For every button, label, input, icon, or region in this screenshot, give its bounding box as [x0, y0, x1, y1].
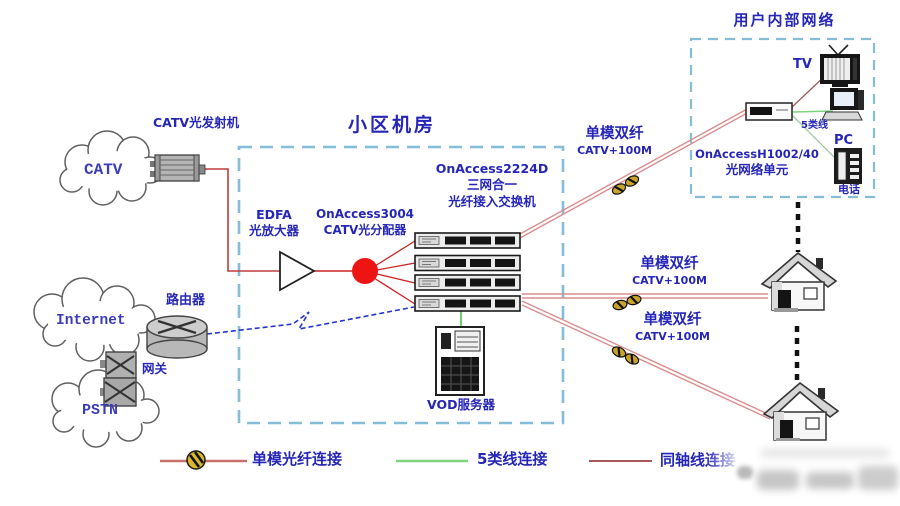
splitter-label-line1: OnAccess3004 — [315, 207, 415, 221]
splitter-fanout-lines — [373, 240, 416, 305]
vod-server-icon — [435, 326, 485, 396]
onu-to-pc-cat5-line — [792, 110, 834, 113]
legend-fiber-label: 单模光纤连接 — [252, 450, 343, 468]
fiber-link3-capacity: CATV+100M — [635, 329, 710, 343]
gateway-icon — [100, 351, 137, 407]
switch-label-line2: 三网合一 — [466, 177, 517, 193]
catv-transmitter-icon — [150, 154, 206, 182]
switch-label-line1: OnAccess2224D — [435, 161, 549, 176]
user-network-title: 用户内部网络 — [733, 11, 836, 29]
edfa-amplifier-icon — [279, 250, 316, 292]
access-switch-stack-icon — [414, 232, 521, 312]
pc-icon — [821, 88, 864, 121]
vod-server-label: VOD服务器 — [427, 397, 495, 412]
cat5-line-label: 5类线 — [801, 120, 828, 131]
machine-room-zone-border — [237, 145, 565, 425]
fiber-link-to-house-2 — [521, 300, 771, 420]
pstn-cloud-label: PSTN — [82, 402, 119, 419]
watermark-blob-3 — [858, 466, 898, 490]
edfa-label-line2: 光放大器 — [248, 223, 299, 239]
switch-label-line3: 光纤接入交换机 — [448, 193, 536, 209]
coax-transmitter-to-edfa-line — [203, 168, 280, 272]
user-network-zone-border — [689, 37, 876, 199]
legend-fiber-connector-icon — [186, 450, 206, 470]
fiber-link2-capacity: CATV+100M — [632, 273, 707, 287]
fiber-link2-name: 单模双纤 — [640, 256, 699, 272]
fiber-link-to-onu — [519, 107, 750, 239]
onu-to-phone-line — [791, 114, 841, 164]
router-serial-link — [206, 306, 415, 335]
fiber-link1-capacity: CATV+100M — [577, 143, 652, 157]
watermark-curl — [737, 466, 753, 479]
fiber-link3-name: 单模双纤 — [643, 312, 702, 328]
fiber-link-to-house-1 — [522, 293, 768, 299]
internet-cloud-label: Internet — [56, 313, 126, 329]
catv-transmitter-label: CATV光发射机 — [153, 115, 240, 130]
fiber-link2-label: 单模双纤 CATV+100M — [622, 255, 717, 288]
onu-label-line1: OnAccessH1002/40 — [695, 147, 819, 161]
fiber-link3-label: 单模双纤 CATV+100M — [625, 311, 720, 344]
legend-cat5-label: 5类线连接 — [477, 450, 548, 468]
gateway-label: 网关 — [142, 361, 168, 376]
house-2-icon — [763, 382, 839, 443]
access-switch-label: OnAccess2224D 三网合一 光纤接入交换机 — [418, 161, 566, 210]
onu-label-line2: 光网络单元 — [725, 161, 789, 177]
phone-label: 电话 — [838, 183, 860, 196]
watermark-streak — [760, 448, 890, 458]
catv-cloud-label: CATV — [84, 161, 123, 179]
router-icon — [146, 315, 208, 359]
fiber-link1-name: 单模双纤 — [585, 126, 644, 142]
watermark-blob-2 — [806, 472, 854, 489]
optical-splitter-icon — [352, 258, 378, 284]
tv-icon — [820, 44, 860, 87]
watermark-blob-1 — [757, 470, 799, 490]
tv-label: TV — [793, 57, 812, 72]
edfa-label: EDFA 光放大器 — [236, 207, 312, 240]
fiber-splice-connectors-link2 — [611, 293, 643, 312]
onu-icon — [745, 102, 793, 121]
optical-splitter-label: OnAccess3004 CATV光分配器 — [303, 207, 427, 238]
catv-cloud-icon — [59, 130, 164, 206]
edfa-label-line1: EDFA — [256, 207, 292, 222]
onu-label: OnAccessH1002/40 光网络单元 — [688, 147, 826, 178]
internet-cloud-icon — [33, 277, 156, 362]
splitter-label-line2: CATV光分配器 — [323, 222, 407, 237]
router-label: 路由器 — [166, 293, 206, 308]
machine-room-title: 小区机房 — [347, 114, 436, 136]
fiber-link1-label: 单模双纤 CATV+100M — [567, 125, 662, 158]
pc-label: PC — [834, 133, 854, 148]
phone-icon — [834, 148, 862, 184]
house-1-icon — [761, 252, 837, 313]
